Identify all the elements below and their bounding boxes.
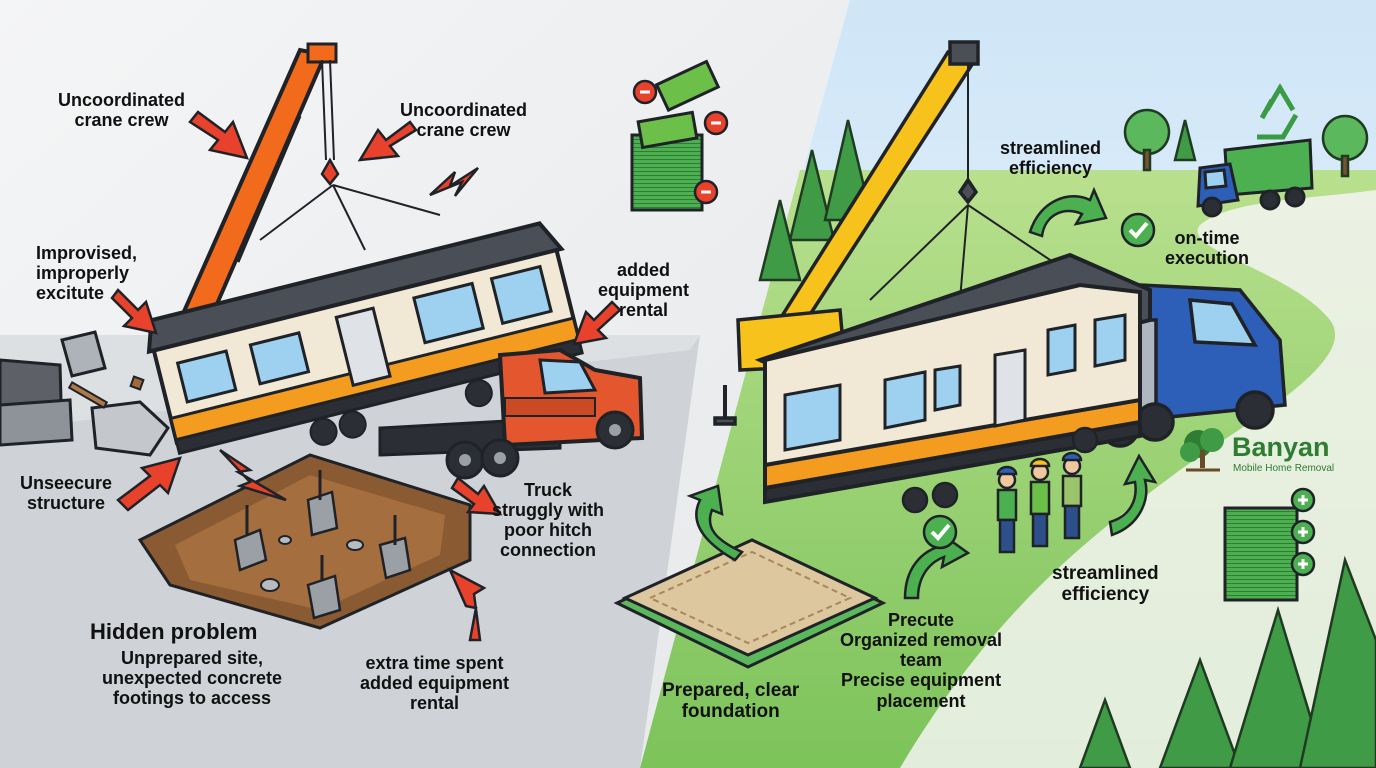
banyan-logo-tree-icon xyxy=(1180,428,1224,472)
crane-orange xyxy=(174,42,441,328)
label-line: on-time xyxy=(1174,228,1240,248)
label-line: Precute xyxy=(888,610,955,630)
label-line: rental xyxy=(409,693,460,714)
label-streamlined-bottom: streamlined efficiency xyxy=(1052,563,1159,606)
label-prepared-foundation: Prepared, clear foundation xyxy=(662,680,799,723)
label-line: crane crew xyxy=(74,110,169,131)
workers-team xyxy=(996,451,1083,554)
label-line: placement xyxy=(876,690,966,711)
label-line: Prepared, clear xyxy=(662,680,800,701)
label-line: Uncoordinated xyxy=(400,100,528,120)
label-truck-hitch: Truck struggly with poor hitch connectio… xyxy=(492,480,604,561)
success-arrows xyxy=(686,186,1158,600)
prepared-foundation xyxy=(613,538,887,669)
label-line: Unprepared site, xyxy=(121,648,264,668)
label-line: unexpected concrete xyxy=(102,668,283,689)
label-line: Uncoordinated xyxy=(58,90,186,110)
label-streamlined-top: streamlined efficiency xyxy=(1000,138,1101,178)
forest-trees xyxy=(758,108,1376,768)
truck-orange xyxy=(378,347,645,480)
mobile-home-tilted xyxy=(146,221,584,456)
broken-wall xyxy=(0,330,170,457)
dump-truck xyxy=(1196,138,1314,218)
label-line: struggly with xyxy=(492,500,604,521)
money-stack-gain xyxy=(1223,487,1316,602)
label-line: connection xyxy=(499,540,596,561)
label-line: footings to access xyxy=(113,688,272,709)
left-panel xyxy=(0,0,850,768)
right-panel xyxy=(613,0,1376,768)
alert-arrows xyxy=(110,110,622,642)
label-unsecure-structure: Unseecure structure xyxy=(20,473,112,513)
label-line: Precise equipment xyxy=(841,670,1002,691)
label-line: poor hitch xyxy=(504,520,592,541)
label-line: team xyxy=(900,650,943,671)
label-line: streamlined xyxy=(1000,138,1102,158)
check-icons xyxy=(922,212,1156,550)
label-uncoordinated-crew-b: Uncoordinated crane crew xyxy=(400,100,527,140)
label-line: efficiency xyxy=(1061,584,1150,606)
label-line: Unseecure xyxy=(20,473,113,493)
label-line: Organized removal xyxy=(840,630,1003,651)
recycle-icon xyxy=(1257,83,1299,140)
label-improvised: Improvised, improperly excitute xyxy=(36,243,137,303)
crane-yellow xyxy=(713,40,1081,426)
label-extra-time: extra time spent added equipment rental xyxy=(360,653,509,713)
money-stack-loss xyxy=(630,59,729,212)
label-line: added equipment xyxy=(360,673,510,694)
label-added-equipment: added equipment rental xyxy=(598,260,689,320)
label-line: rental xyxy=(618,300,669,321)
label-line: foundation xyxy=(681,701,780,723)
label-line: efficiency xyxy=(1009,158,1093,179)
label-line: streamlined xyxy=(1052,563,1159,584)
label-line: structure xyxy=(27,493,106,514)
label-line: extra time spent xyxy=(365,653,504,673)
label-line: improperly xyxy=(36,263,130,284)
label-line: execution xyxy=(1165,248,1250,269)
banyan-logo-subtitle: Mobile Home Removal xyxy=(1233,463,1335,474)
label-line: equipment xyxy=(598,280,690,301)
label-uncoordinated-crew-a: Uncoordinated crane crew xyxy=(58,90,185,130)
label-line: Truck xyxy=(523,480,573,500)
label-line: Improvised, xyxy=(36,243,138,263)
banyan-logo-name: Banyan xyxy=(1232,432,1330,462)
hidden-problem-title: Hidden problem xyxy=(90,619,258,644)
label-line: excitute xyxy=(36,283,105,304)
mobile-home-level xyxy=(754,252,1152,514)
hidden-problem-body: Unprepared site, unexpected concrete foo… xyxy=(102,648,282,708)
label-line: added xyxy=(617,260,671,280)
excavation-pit xyxy=(137,453,472,630)
truck-blue xyxy=(1100,283,1287,448)
lightning-bolt-icons xyxy=(219,166,479,502)
label-organized-team: Precute Organized removal team Precise e… xyxy=(840,610,1002,711)
label-line: crane crew xyxy=(416,120,511,141)
label-on-time-execution: on-time execution xyxy=(1165,228,1249,268)
